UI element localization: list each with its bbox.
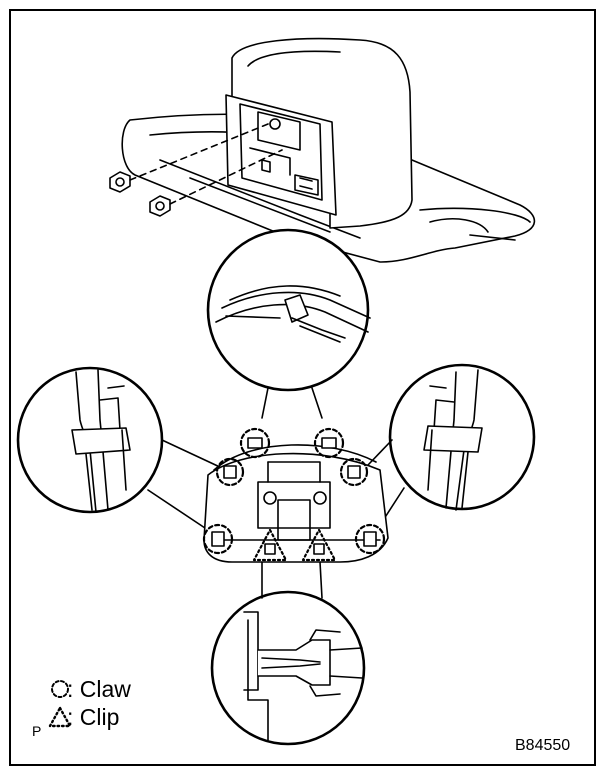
detail-view-left [16,366,223,531]
dotted-triangle-icon [48,706,72,728]
detail-view-top [206,228,371,419]
headrest-cover-panel [202,427,389,563]
detail-view-bottom [210,561,366,746]
p-mark: P [32,723,42,739]
legend-clip-label: : Clip [67,704,120,730]
legend-claw-label: : Claw [67,676,131,702]
detail-view-right [367,363,536,523]
seat-assembly [109,37,536,263]
nut-icon [149,195,171,217]
dashed-circle-icon [51,680,69,698]
figure-code: B84550 [515,737,571,754]
nut-icon [109,171,131,193]
